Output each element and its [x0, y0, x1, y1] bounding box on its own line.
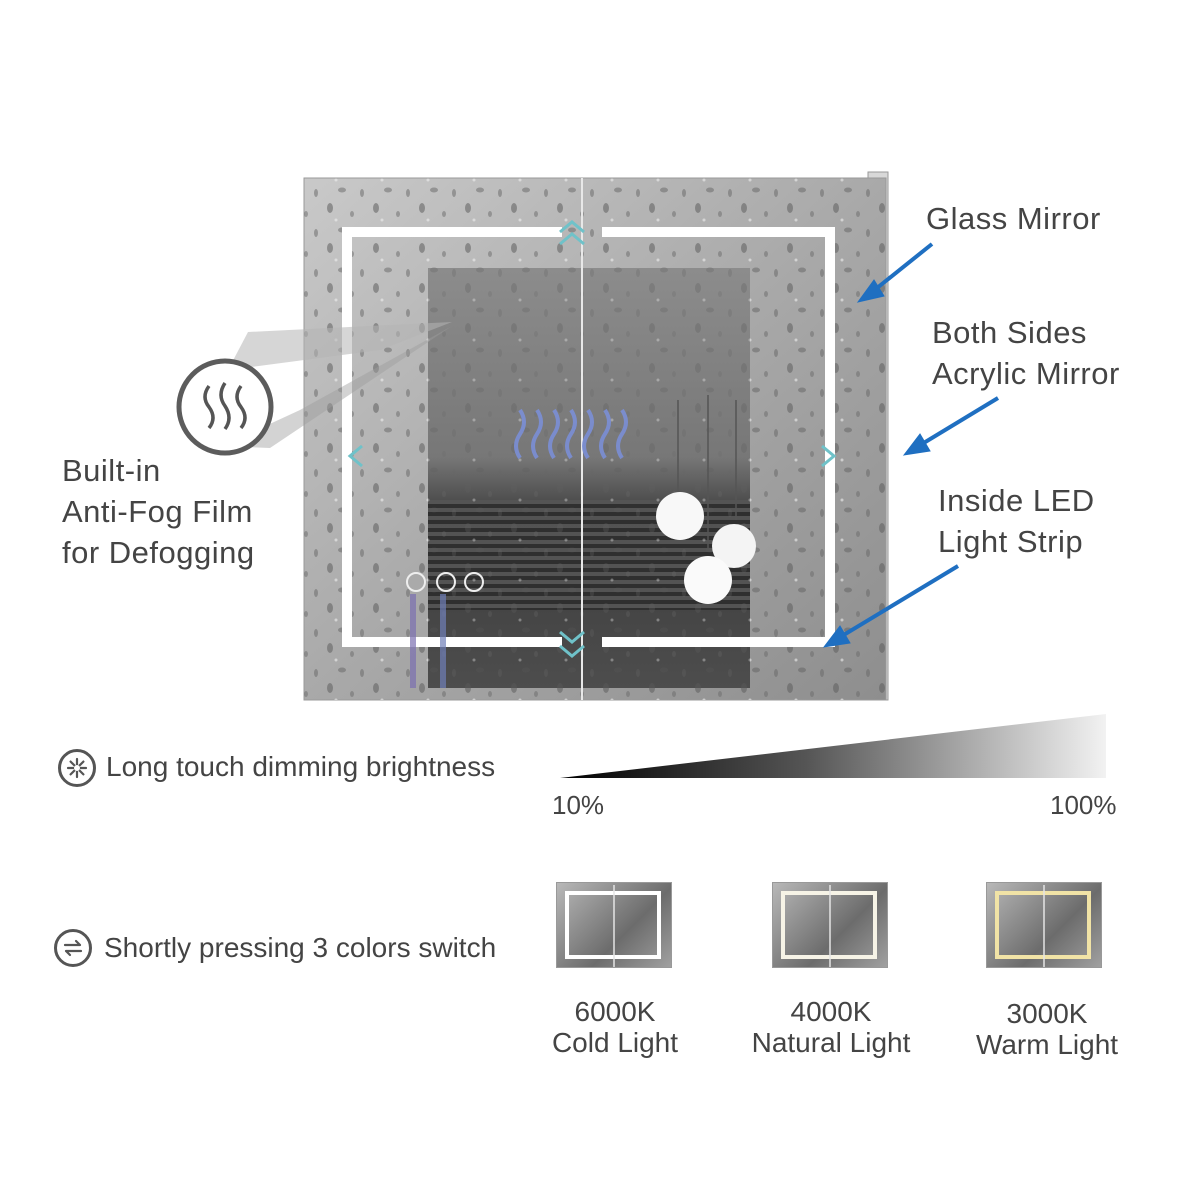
mode-6000k	[556, 882, 680, 968]
brightness-gradient	[560, 714, 1106, 778]
callout-arrows	[822, 242, 1000, 648]
touch-button-icon	[406, 572, 484, 592]
mode-caption-warm: 3000K Warm Light	[975, 998, 1119, 1060]
brightness-max-label: 100%	[1050, 790, 1117, 820]
sun-dim-icon	[58, 749, 96, 787]
led-strip-label: Inside LED Light Strip	[938, 483, 1095, 559]
acrylic-mirror-label: Both Sides Acrylic Mirror	[932, 315, 1120, 391]
color-switch-label: Shortly pressing 3 colors switch	[104, 932, 497, 963]
anti-fog-label: Built-in Anti-Fog Film for Defogging	[62, 453, 255, 570]
mode-caption-cold: 6000K Cold Light	[551, 996, 679, 1058]
mode-thumbnail	[986, 882, 1102, 968]
fog-waves-icon	[514, 408, 628, 460]
mode-thumbnail	[556, 882, 672, 968]
mode-4000k	[772, 882, 896, 968]
medicine-cabinet-illustration	[176, 171, 1000, 701]
glass-mirror-label: Glass Mirror	[926, 201, 1101, 236]
mode-caption-natural: 4000K Natural Light	[751, 996, 911, 1058]
dimming-label: Long touch dimming brightness	[106, 751, 496, 782]
mode-thumbnail	[772, 882, 888, 968]
swap-arrows-icon	[54, 929, 92, 967]
mode-3000k	[986, 882, 1110, 968]
brightness-min-label: 10%	[552, 790, 605, 820]
